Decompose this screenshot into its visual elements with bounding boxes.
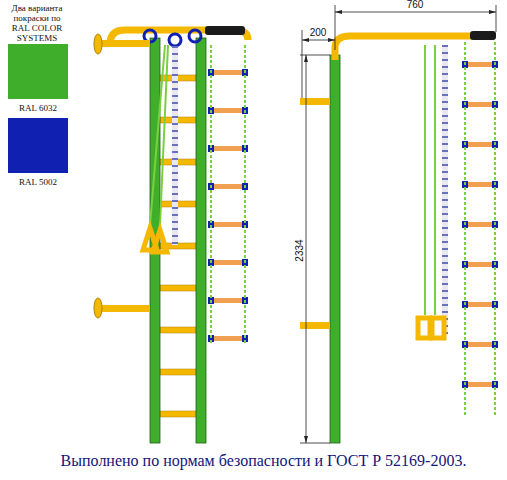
dimension-lines [300, 5, 496, 443]
bracket [300, 322, 330, 329]
rope [442, 45, 448, 335]
ladder-rope [244, 45, 246, 345]
ladder-rung [466, 142, 494, 147]
ladder-rung [466, 102, 494, 107]
ring-rope [434, 45, 436, 315]
dimension: 760 [406, 0, 425, 10]
ring-rope [160, 45, 168, 225]
ladder-rung [212, 298, 244, 303]
legend-text: RAL 6032 [8, 103, 68, 113]
bracket-disk [94, 298, 102, 318]
rope-twist [442, 45, 448, 335]
legend-heading: Два варианта покраски по RAL COLOR SYSTE… [4, 3, 70, 43]
ring-rope [424, 45, 426, 315]
dimension: 200 [309, 27, 328, 38]
ladder-rung [212, 336, 244, 341]
ladder-rope [210, 45, 212, 345]
wall-rung [160, 285, 196, 291]
rope-twist [172, 46, 178, 245]
ladder-rung [212, 108, 244, 113]
ladder-rung [466, 182, 494, 187]
ladder-rung [466, 62, 494, 67]
ring [418, 318, 430, 338]
ladder-rung [466, 382, 494, 387]
color-swatch [8, 118, 68, 173]
ladder-rope [464, 42, 466, 415]
post [330, 55, 340, 443]
ladder-rung [212, 146, 244, 151]
ladder-rung [212, 70, 244, 75]
ladder-rung [466, 262, 494, 267]
ring [432, 318, 444, 338]
grip [205, 26, 245, 35]
clamp [189, 30, 201, 42]
color-swatch [8, 44, 68, 99]
wall-rung [160, 411, 196, 417]
ladder-rung [466, 302, 494, 307]
ring [153, 230, 167, 252]
legend-text: RAL 5002 [8, 177, 68, 187]
ladder-rung [212, 260, 244, 265]
ring-rope [150, 45, 165, 225]
wall-rung [160, 327, 196, 333]
ladder-rope [494, 42, 496, 415]
ladder-rung [466, 222, 494, 227]
grip [470, 31, 496, 40]
ladder-rung [466, 342, 494, 347]
bracket [300, 98, 330, 105]
bracket [98, 305, 150, 312]
caption: Выполнено по нормам безопасности и ГОСТ … [61, 452, 467, 470]
bracket [98, 40, 150, 47]
arrowheads [302, 10, 496, 443]
post [196, 38, 206, 443]
rope [172, 46, 178, 245]
dimension: 2334 [294, 238, 305, 262]
clamp [169, 34, 181, 46]
wall-rung [160, 369, 196, 375]
ladder-rung [212, 222, 244, 227]
top-bar [335, 36, 492, 60]
ladder-rung [212, 184, 244, 189]
bracket-disk [94, 34, 102, 54]
